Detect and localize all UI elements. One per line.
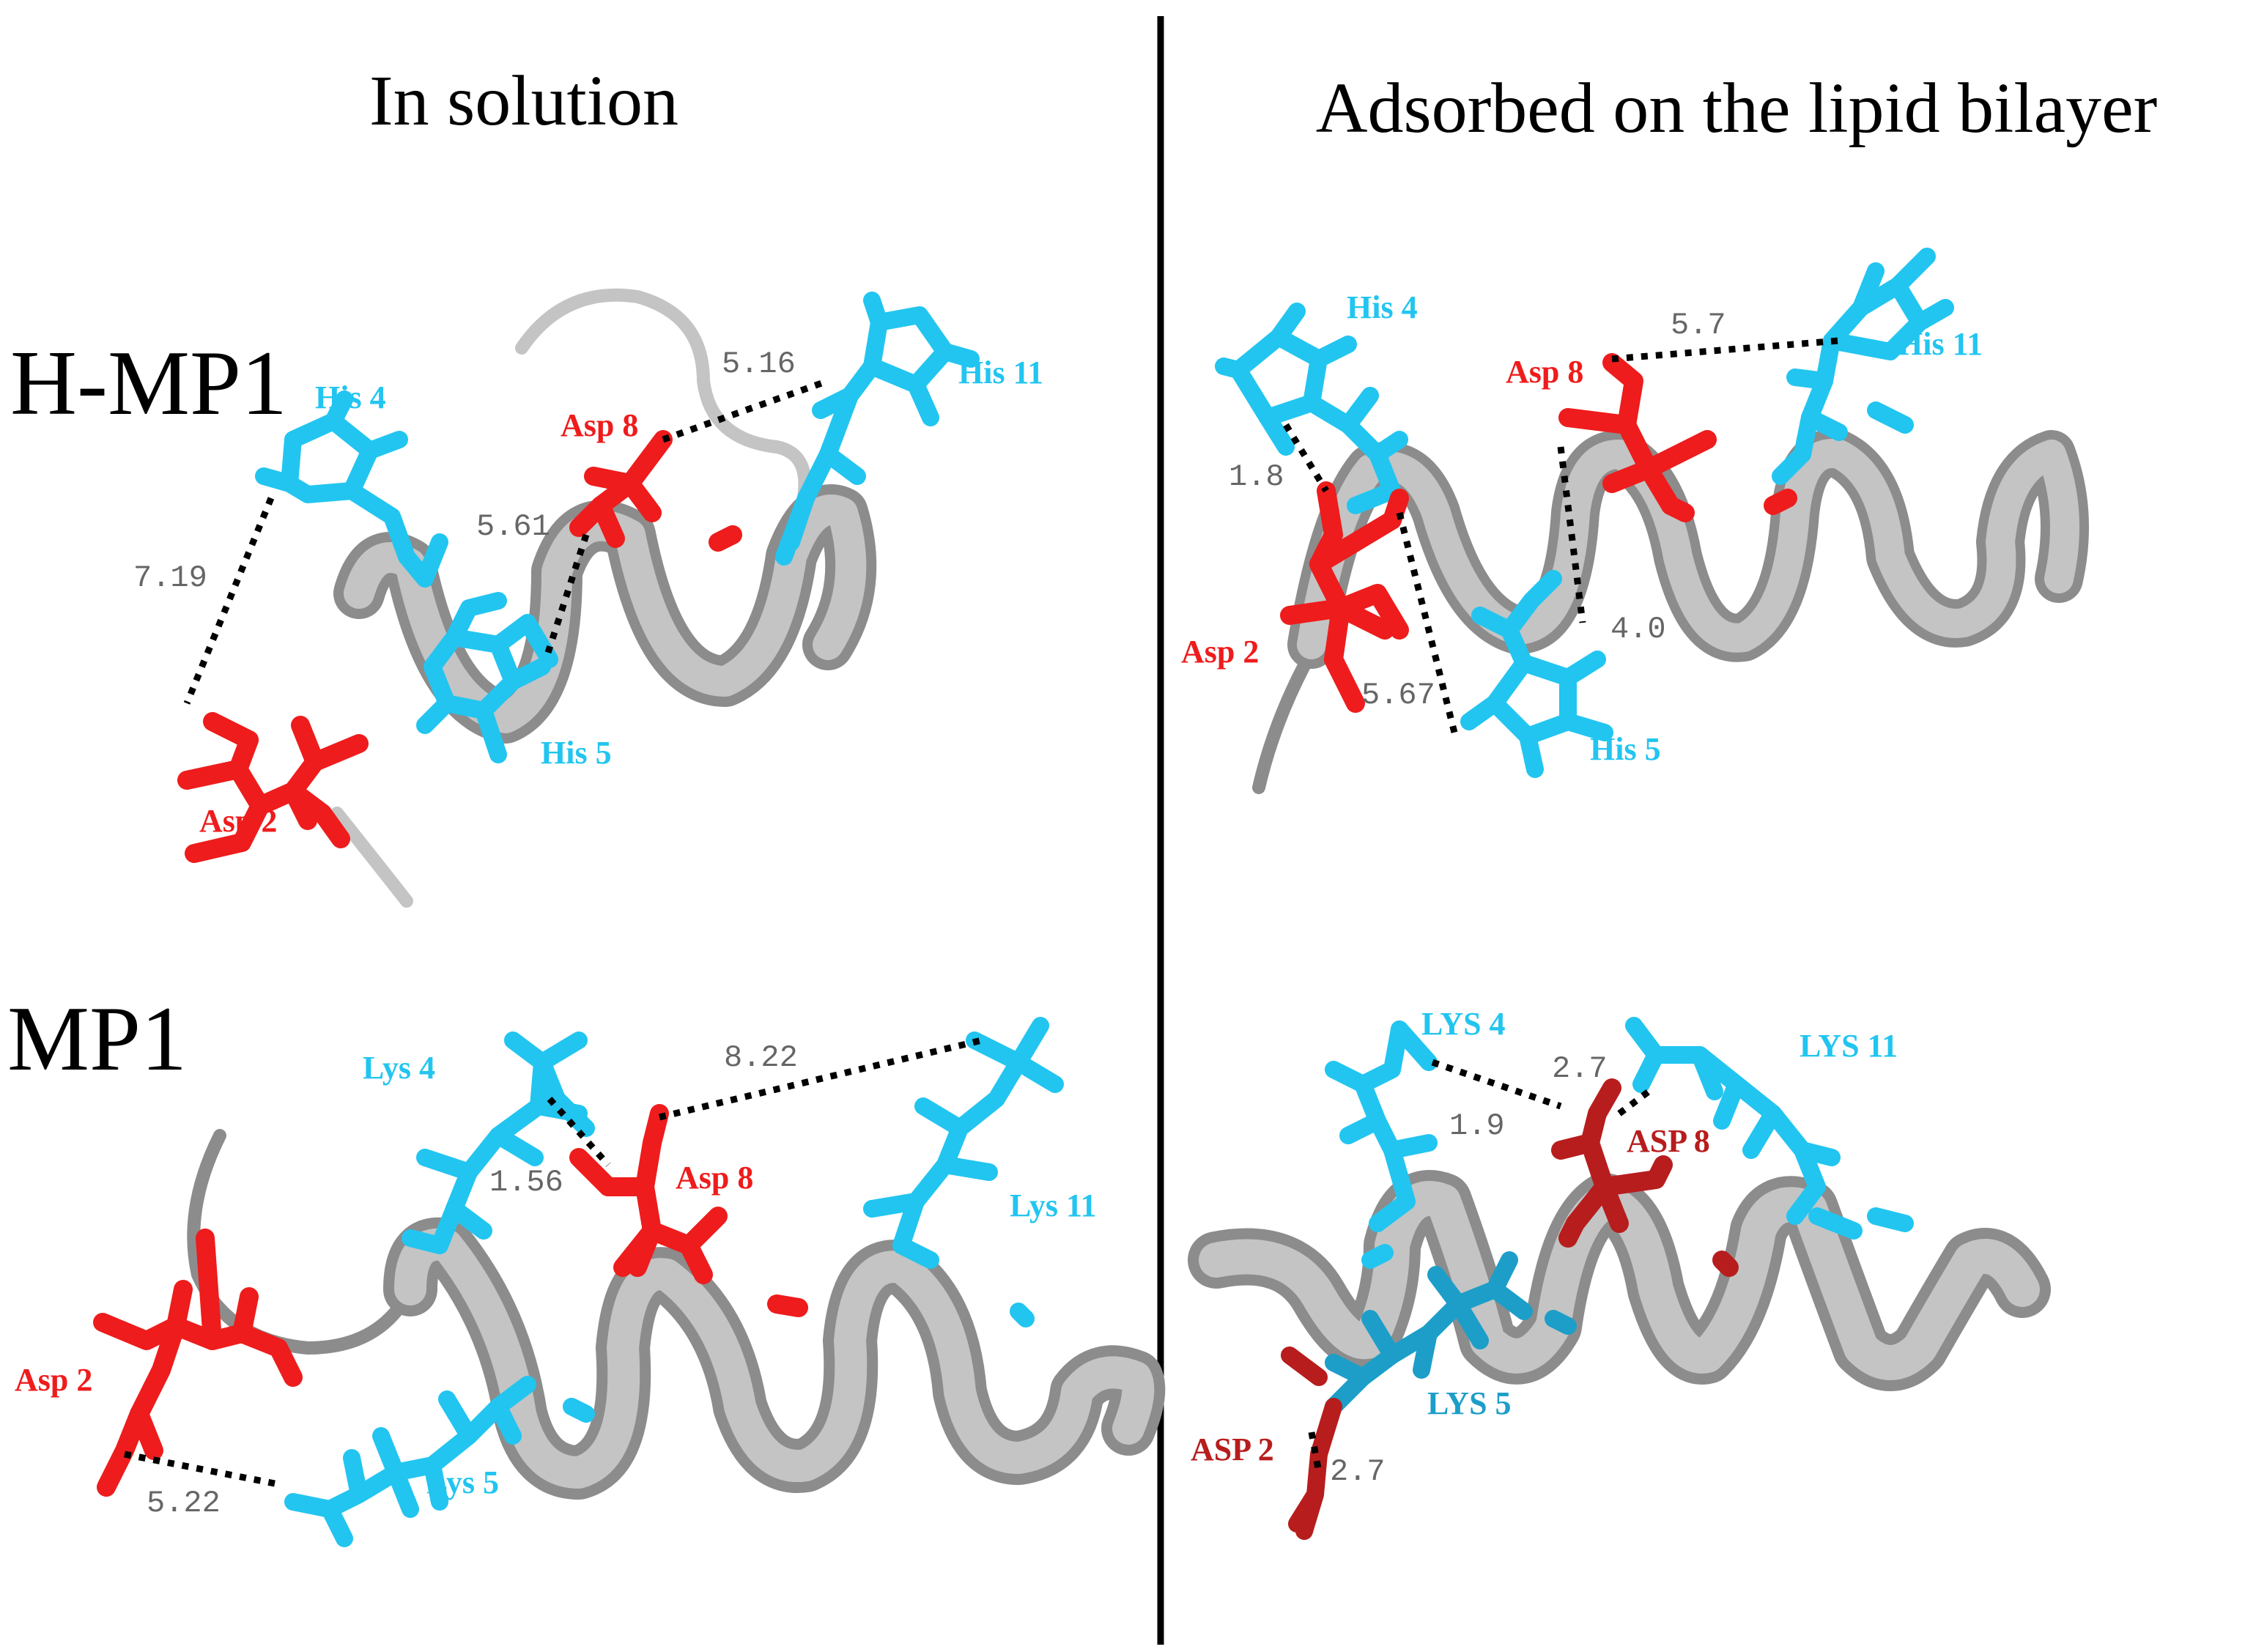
asp8-sidechain [569,1104,808,1317]
residue-label-asp8: Asp 8 [676,1160,753,1196]
residue-label-his11: His 11 [958,355,1043,390]
his5-sidechain [416,592,558,763]
distance-label: 1.8 [1229,459,1284,495]
coil-tail [1252,645,1318,794]
distance-label: 5.61 [476,509,550,544]
panel-hmp1-bilayer: 5.7 1.8 4.0 5.67 His 4 His 11 Asp 8 Asp … [1181,248,2089,794]
lys4-sidechain [1325,1021,1438,1269]
panel-hmp1-solution: 5.16 5.61 7.19 His 4 His 11 Asp 8 His 5 … [133,288,1043,908]
hbond-asp8-his5 [542,533,590,661]
residue-label-lys5: LYS 5 [1427,1385,1512,1421]
asp8-sidechain [1558,353,1797,522]
residue-label-asp2: Asp 2 [15,1362,92,1398]
residue-label-asp2: Asp 2 [1181,634,1259,670]
his4-sidechain [255,390,448,588]
residue-label-his4: His 4 [1347,289,1418,325]
asp2-sidechain [1281,1347,1342,1540]
residue-label-asp2: Asp 2 [199,803,277,839]
panel-mp1-bilayer: 2.7 1.9 2.7 LYS 4 LYS 11 ASP 8 LYS 5 ASP… [1188,1006,2051,1540]
asp2-sidechain [1280,481,1409,713]
residue-label-lys11: LYS 11 [1800,1028,1898,1064]
hbond-asp8-his11 [1611,337,1840,363]
row-title-top: H-MP1 [10,333,287,434]
hbond-asp8-lys11 [658,1037,983,1121]
distance-label: 2.7 [1330,1454,1386,1489]
hbond-lys4-asp8-b [1617,1089,1651,1116]
distance-label: 7.19 [133,560,207,596]
hbond-his4-asp2 [183,497,275,705]
residue-label-asp8: Asp 8 [1506,354,1583,390]
coil-tail [187,1129,417,1355]
lys11-sidechain [1625,1017,1914,1240]
hbond-lys5-asp2 [1308,1431,1323,1473]
residue-label-lys5: Lys 5 [426,1464,499,1500]
residue-label-lys4: Lys 4 [363,1050,435,1086]
distance-label: 5.16 [722,347,796,382]
his4-sidechain [1215,303,1408,514]
residue-label-lys4: LYS 4 [1421,1006,1506,1042]
his11-sidechain [1772,248,1954,485]
hbond-asp8-his11 [662,377,829,443]
hbond-asp8-his5 [1557,446,1586,623]
coil-loop [515,288,812,512]
residue-label-asp8: Asp 8 [561,407,638,443]
distance-label: 4.0 [1610,612,1666,647]
coil-tail [330,807,413,908]
distance-label: 1.56 [489,1165,563,1200]
hbond-lys4-asp8 [547,1097,611,1167]
residue-label-lys11: Lys 11 [1010,1188,1097,1223]
row-title-bottom: MP1 [7,988,187,1090]
residue-label-his5: His 5 [1590,731,1661,767]
asp8-sidechain [569,430,742,552]
lys4-sidechain [402,1031,595,1254]
hbond-his4-asp2 [1283,423,1329,493]
distance-label: 5.7 [1671,308,1726,343]
hbond-asp2-lys5 [124,1451,275,1487]
his5-sidechain [1460,570,1613,778]
column-title-right: Adsorbed on the lipid bilayer [1316,69,2158,148]
lys11-sidechain [863,1017,1064,1327]
residue-label-his4: His 4 [315,379,386,415]
asp2-sidechain [93,1229,303,1497]
asp8-sidechain [1551,1078,1739,1277]
lys5-sidechain [1325,1251,1577,1415]
residue-label-his11: His 11 [1898,326,1983,362]
hbond-lys4-asp8-a [1431,1059,1562,1110]
residue-label-asp2: ASP 2 [1191,1431,1274,1467]
distance-label: 5.67 [1361,678,1435,713]
residue-label-his5: His 5 [541,735,612,771]
distance-label: 2.7 [1552,1051,1608,1086]
distance-label: 8.22 [724,1040,798,1075]
helix-ribbon-highlight [1297,439,2079,659]
helix-ribbon-highlight [394,1228,1155,1489]
panel-mp1-solution: 8.22 1.56 5.22 Lys 4 Lys 11 Asp 8 Asp 2 … [15,1017,1166,1547]
residue-label-asp8: ASP 8 [1627,1123,1710,1159]
distance-label: 1.9 [1449,1108,1505,1144]
asp2-sidechain [177,712,369,863]
column-title-left: In solution [369,62,678,141]
lys5-sidechain [284,1376,595,1547]
distance-label: 5.22 [147,1486,221,1521]
his11-sidechain [775,292,980,566]
